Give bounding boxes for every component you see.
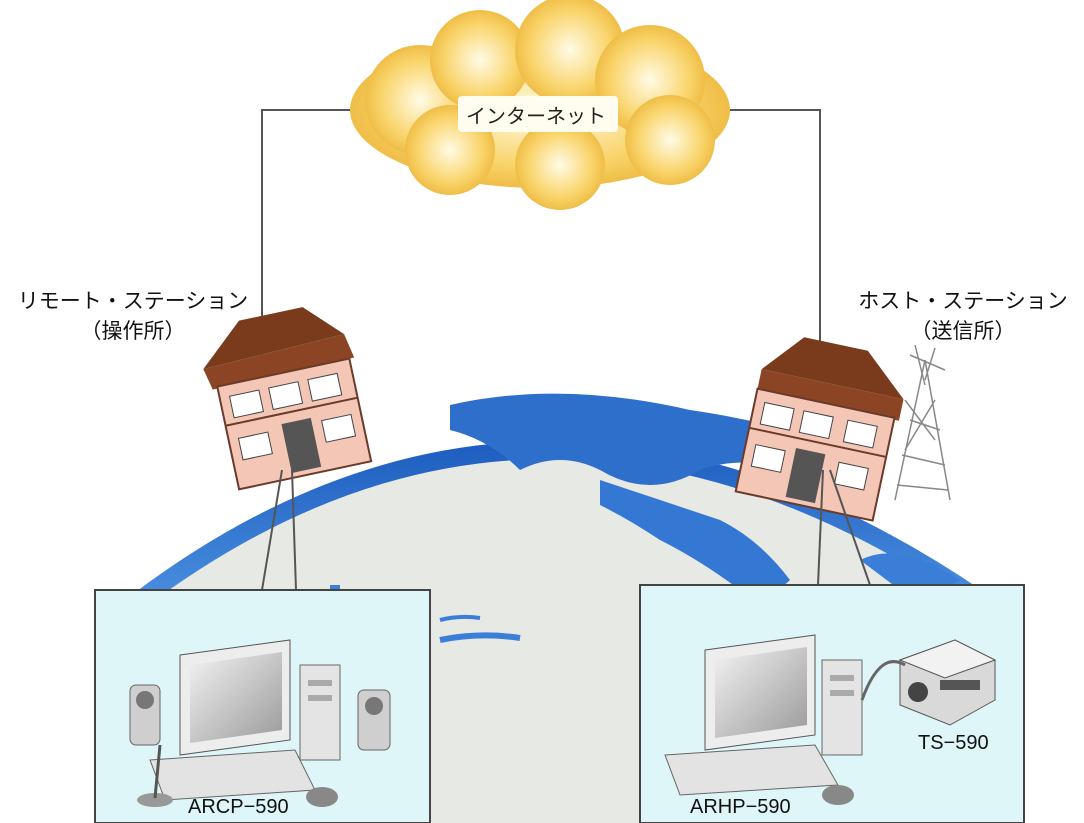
host-station-label: ホスト・ステーション （送信所）: [838, 286, 1084, 346]
remote-station-sub: （操作所）: [80, 319, 186, 343]
internet-cloud: [350, 0, 730, 210]
antenna-tower-icon: [894, 344, 951, 501]
radio-label: TS−590: [918, 732, 989, 754]
right-pc-label: ARHP−590: [690, 796, 791, 818]
remote-house-icon: [203, 307, 373, 491]
connection-lines: [261, 109, 821, 368]
remote-station-name: リモート・ステーション: [17, 289, 249, 313]
host-house-icon: [734, 337, 904, 522]
host-panel: [639, 584, 1025, 823]
callout-lines: [261, 469, 871, 591]
left-pc-label: ARCP−590: [188, 796, 289, 818]
remote-panel: [94, 589, 431, 823]
host-station-name: ホスト・ステーション: [858, 289, 1068, 313]
host-station-sub: （送信所）: [910, 319, 1016, 343]
internet-label: インターネット: [466, 104, 606, 128]
remote-station-label: リモート・ステーション （操作所）: [8, 286, 258, 346]
